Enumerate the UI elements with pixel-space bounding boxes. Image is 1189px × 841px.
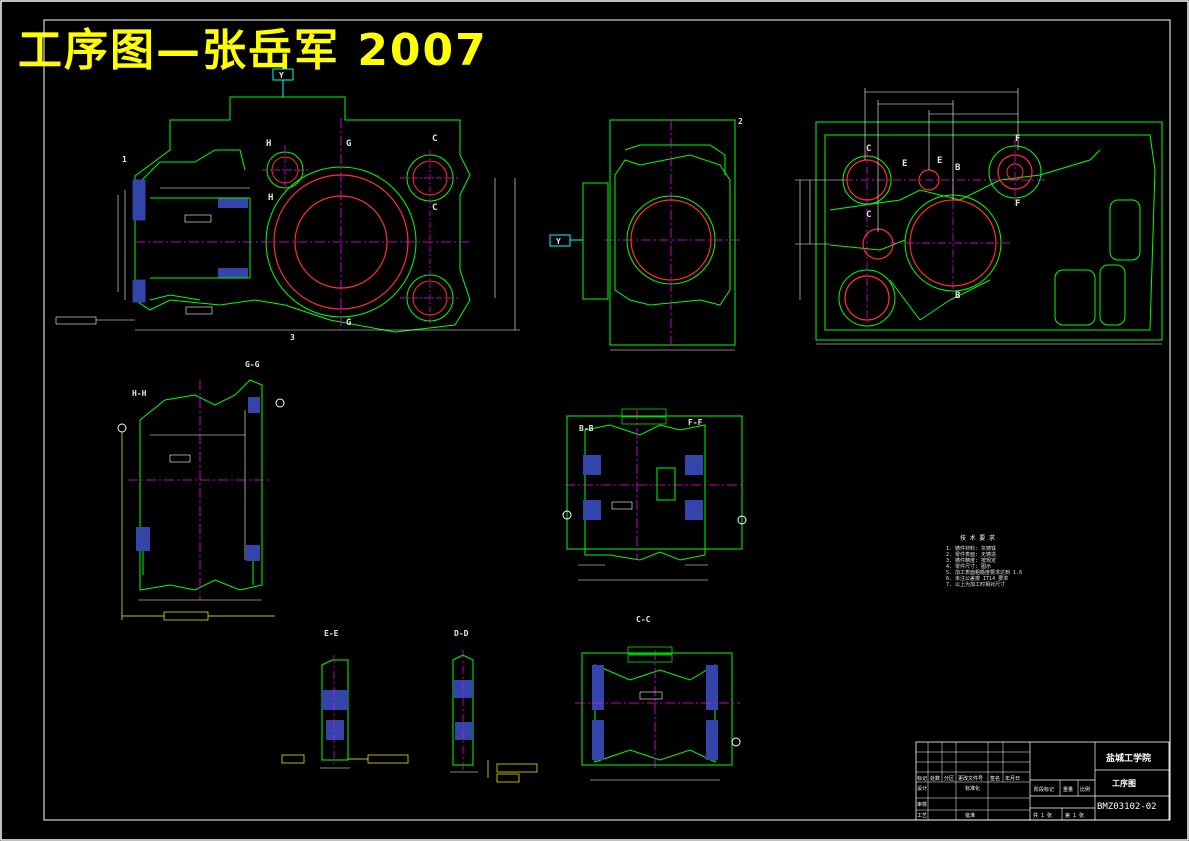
- drawing-title: 工序图—张岳军 2007: [18, 25, 488, 76]
- tb-approve: 批准: [965, 812, 975, 819]
- main-datum-y: Y: [279, 71, 284, 80]
- rev-h-zone: 分区: [944, 775, 954, 782]
- tb-process: 工艺: [917, 813, 927, 819]
- top-label-b2: B: [955, 291, 961, 301]
- section-hh-label: H-H: [132, 389, 147, 398]
- top-label-c2: C: [866, 210, 871, 220]
- main-label-h-bot: H: [268, 193, 273, 203]
- section-ee-label: E-E: [324, 629, 339, 638]
- drawing-number: BMZ03102-02: [1097, 802, 1157, 812]
- notes-line-1: 1. 铸件材料: 灰铸铁: [946, 545, 996, 552]
- title-block: 标记 处数 分区 更改文件号 签名 年月日 设计 标准化 审核 工艺 批准 盐城…: [915, 741, 1170, 821]
- section-cc: C-C: [575, 615, 741, 781]
- section-cc-label: C-C: [636, 615, 651, 624]
- sheet-current: 第 1 张: [1065, 812, 1084, 819]
- top-label-f2: F: [1015, 199, 1020, 209]
- main-view: Y H H G G C C 1 3: [55, 68, 520, 342]
- section-hh-gg: H-H G-G: [117, 360, 285, 621]
- inner-border: [43, 19, 1171, 821]
- notes-line-4: 4. 零件尺寸: 图示: [946, 563, 991, 570]
- weight-label: 重量: [1063, 786, 1073, 793]
- section-gg-label: G-G: [245, 360, 260, 369]
- top-label-e2: E: [937, 156, 942, 166]
- drawing-name: 工序图: [1112, 778, 1136, 788]
- notes-line-5: 5. 加工表面粗糙度要求达到 1.6: [946, 569, 1022, 576]
- tb-standard: 标准化: [965, 785, 980, 792]
- section-bb-ff: B-B F-F: [562, 408, 747, 581]
- section-dd: D-D: [450, 629, 538, 783]
- section-ff-label: F-F: [688, 418, 703, 427]
- top-view: C C E E B B F F: [795, 88, 1163, 345]
- rev-h-count: 处数: [930, 775, 940, 782]
- sheets-total: 共 1 张: [1033, 812, 1052, 819]
- main-label-1: 1: [122, 155, 127, 164]
- main-label-g-top: G: [346, 139, 351, 149]
- section-ee: E-E: [281, 629, 409, 769]
- section-bb-label: B-B: [579, 424, 594, 433]
- rev-h-date: 年月日: [1005, 775, 1020, 782]
- main-label-g-bot: G: [346, 318, 351, 328]
- rev-h-mark: 标记: [917, 775, 927, 782]
- notes-line-7: 7. 以上为加工时相对尺寸: [946, 581, 1005, 588]
- main-label-c-mid: C: [432, 203, 437, 213]
- rev-h-sign: 签名: [990, 775, 1000, 782]
- top-label-f1: F: [1015, 134, 1020, 144]
- side-view: Y 2: [549, 117, 743, 351]
- main-label-3: 3: [290, 333, 295, 342]
- main-label-h-top: H: [266, 139, 271, 149]
- top-label-e1: E: [902, 159, 907, 169]
- tb-designer: 设计: [917, 785, 927, 792]
- top-label-c1: C: [866, 144, 871, 154]
- notes-line-6: 6. 未注公差按 IT14 要求: [946, 575, 1008, 582]
- top-label-b1: B: [955, 163, 961, 173]
- stage-label: 阶段标记: [1034, 786, 1054, 793]
- notes-heading: 技 术 要 求: [960, 534, 995, 542]
- notes-line-3: 3. 铸件精度: 按规定: [946, 557, 996, 564]
- scale-label: 比例: [1080, 786, 1090, 793]
- side-label-2: 2: [738, 117, 743, 126]
- section-dd-label: D-D: [454, 629, 469, 638]
- tb-check: 审核: [917, 801, 927, 808]
- rev-h-docno: 更改文件号: [958, 775, 983, 782]
- main-label-c-top: C: [432, 134, 437, 144]
- notes-line-2: 2. 零件表面: 无铸造: [946, 551, 996, 558]
- school-name: 盐城工学院: [1106, 752, 1151, 764]
- side-datum-y: Y: [556, 237, 561, 246]
- technical-notes: 技 术 要 求 1. 铸件材料: 灰铸铁 2. 零件表面: 无铸造 3. 铸件精…: [946, 534, 1022, 588]
